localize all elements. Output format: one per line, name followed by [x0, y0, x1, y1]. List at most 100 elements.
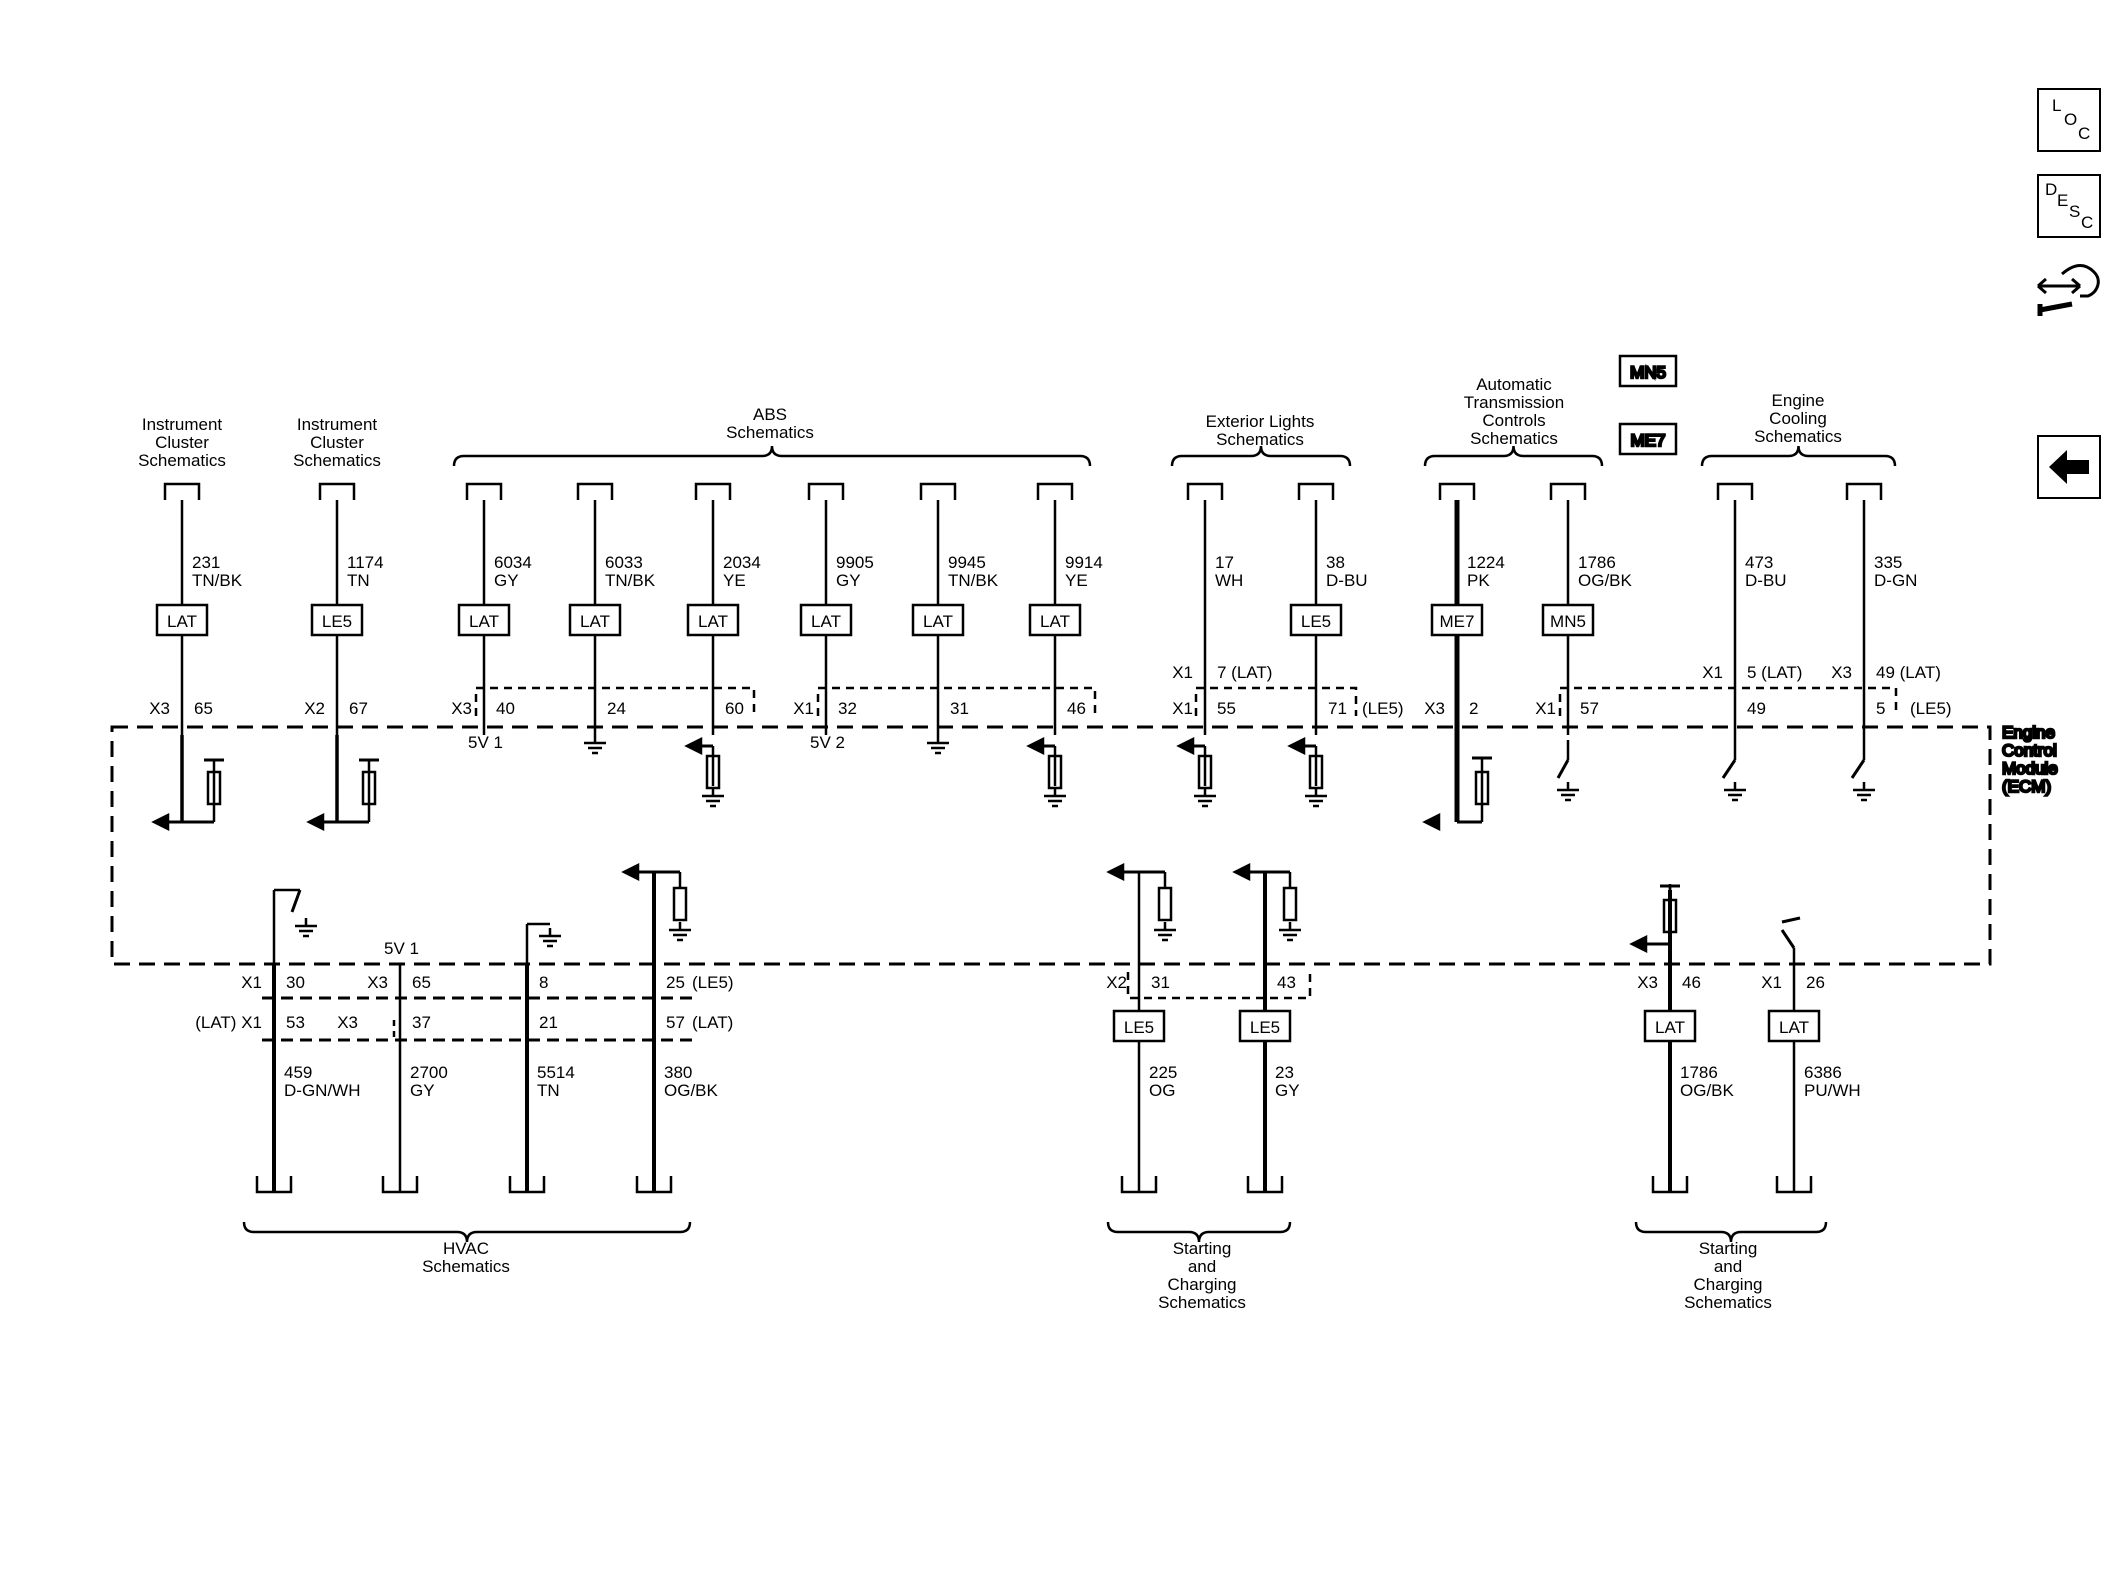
- bottom-connector-0: [255, 1176, 293, 1194]
- desc-letter-c: C: [2081, 213, 2094, 232]
- top-connector-6: [919, 482, 957, 500]
- top-conn-8: X1: [1172, 699, 1193, 718]
- top-pin-8: 55: [1217, 699, 1236, 718]
- switch: [1721, 759, 1737, 779]
- bottom-circuit-0-color: D-GN/WH: [284, 1081, 360, 1100]
- top-group-1-line-2: Schematics: [293, 451, 381, 470]
- switch: [1556, 759, 1570, 779]
- mn5-ground: [1557, 782, 1579, 802]
- bottom-group-0-line-0: HVAC: [443, 1239, 489, 1258]
- top-group-5-line-1: Cooling: [1769, 409, 1827, 428]
- top-option-9: [1289, 603, 1343, 637]
- top-alt-conn-13: X3: [1831, 663, 1852, 682]
- loc-letter-c: C: [2078, 124, 2091, 143]
- top-pin-5: 32: [838, 699, 857, 718]
- top-circuit-11-number: 1786: [1578, 553, 1616, 572]
- svg-text:Module: Module: [2002, 759, 2058, 778]
- bottom-pin-3: 25: [666, 973, 685, 992]
- top-circuit-4-color: YE: [723, 571, 746, 590]
- top-connector-8: [1186, 482, 1224, 500]
- top-connector-2: [465, 482, 503, 500]
- svg-text:(ECM): (ECM): [2002, 777, 2051, 796]
- diagnostic-tools-button[interactable]: [2032, 258, 2106, 322]
- bottom-circuit-1-color: GY: [410, 1081, 435, 1100]
- loc-letter-l: L: [2052, 96, 2062, 115]
- bottom-conn-1: X3: [367, 973, 388, 992]
- hvac-brace: [242, 1221, 692, 1243]
- top-circuit-13-color: D-GN: [1874, 571, 1917, 590]
- top-option-10-label: ME7: [1440, 612, 1475, 631]
- description-button[interactable]: D E S C: [2037, 174, 2101, 238]
- top-option-4: [686, 603, 740, 637]
- abs-dashed-2: [816, 686, 1097, 716]
- bottom-group-1-line-3: Schematics: [1158, 1293, 1246, 1312]
- bottom-group-1-line-1: and: [1188, 1257, 1216, 1276]
- abs-dashed-1: [474, 686, 756, 716]
- top-pin-13: 5: [1876, 699, 1885, 718]
- top-connector-1: [318, 482, 356, 500]
- res-ground-2: [1305, 788, 1327, 808]
- generated-circuits: InstrumentClusterSchematicsInstrumentClu…: [138, 375, 1952, 1312]
- bottom-connector-2: [508, 1176, 546, 1194]
- loc-letter-o: O: [2064, 110, 2078, 129]
- cool-ground-1: [1853, 782, 1875, 802]
- bottom-ref-1: 5V 1: [384, 939, 419, 958]
- top-alt-pin-12: 5 (LAT): [1747, 663, 1802, 682]
- desc-letter-e: E: [2057, 191, 2069, 210]
- location-button[interactable]: L O C: [2037, 88, 2101, 152]
- top-option-10: [1430, 603, 1484, 637]
- resistor: [1474, 770, 1490, 806]
- top-circuit-7-color: YE: [1065, 571, 1088, 590]
- bottom-pin-2: 8: [539, 973, 548, 992]
- bottom-circuit-7-number: 6386: [1804, 1063, 1842, 1082]
- hvac-ground-2: [539, 928, 561, 948]
- bottom-option-4-label: LE5: [1124, 1018, 1154, 1037]
- top-option-3-label: LAT: [580, 612, 610, 631]
- top-ref-5: 5V 2: [810, 733, 845, 752]
- bottom-option-6-label: LAT: [1655, 1018, 1685, 1037]
- top-group-2-line-1: Schematics: [726, 423, 814, 442]
- bottom-group-2-line-0: Starting: [1699, 1239, 1758, 1258]
- cool-ground-0: [1724, 782, 1746, 802]
- bottom-suffix-3: (LE5): [692, 973, 734, 992]
- bottom-pin-6: 46: [1682, 973, 1701, 992]
- cooling-dashed: [1558, 686, 1898, 716]
- ecm-label: Engine Control Module (ECM): [2001, 722, 2059, 798]
- bottom-circuit-2-number: 5514: [537, 1063, 575, 1082]
- top-connector-7: [1036, 482, 1074, 500]
- top-pin-3: 24: [607, 699, 626, 718]
- resistor: [361, 770, 377, 806]
- arrow: [1106, 862, 1125, 882]
- top-conn-5: X1: [793, 699, 814, 718]
- bottom-group-2-line-3: Schematics: [1684, 1293, 1772, 1312]
- arrow: [1287, 736, 1306, 756]
- svg-text:MN5: MN5: [1630, 363, 1666, 382]
- bottom-group-1-line-0: Starting: [1173, 1239, 1232, 1258]
- top-group-0-line-0: Instrument: [142, 415, 223, 434]
- option-me7-box: ME7: [1618, 422, 1678, 456]
- switch: [1850, 759, 1866, 779]
- svg-text:Control: Control: [2002, 741, 2057, 760]
- top-pin-0: 65: [194, 699, 213, 718]
- top-option-0-label: LAT: [167, 612, 197, 631]
- top-option-2-label: LAT: [469, 612, 499, 631]
- cooling-brace: [1700, 445, 1897, 467]
- res-ground-1: [1044, 788, 1066, 808]
- top-group-4-line-0: Automatic: [1476, 375, 1552, 394]
- bottom-pin-4: 31: [1151, 973, 1170, 992]
- top-circuit-10-color: PK: [1467, 571, 1490, 590]
- top-option-1-label: LE5: [322, 612, 352, 631]
- starting-brace-1: [1106, 1221, 1292, 1243]
- bottom-circuit-6-color: OG/BK: [1680, 1081, 1735, 1100]
- bottom-circuit-3-number: 380: [664, 1063, 692, 1082]
- top-group-3-line-1: Schematics: [1216, 430, 1304, 449]
- start-res-ground-0: [1154, 922, 1176, 942]
- bottom-circuit-3-color: OG/BK: [664, 1081, 719, 1100]
- abs-brace: [452, 445, 1092, 467]
- res-ground-0: [702, 788, 724, 808]
- bottom-option-4: [1112, 1009, 1166, 1043]
- top-circuit-6-number: 9945: [948, 553, 986, 572]
- top-pin-10: 2: [1469, 699, 1478, 718]
- back-button[interactable]: [2037, 435, 2101, 499]
- wrench-hand-icon: [2037, 264, 2100, 316]
